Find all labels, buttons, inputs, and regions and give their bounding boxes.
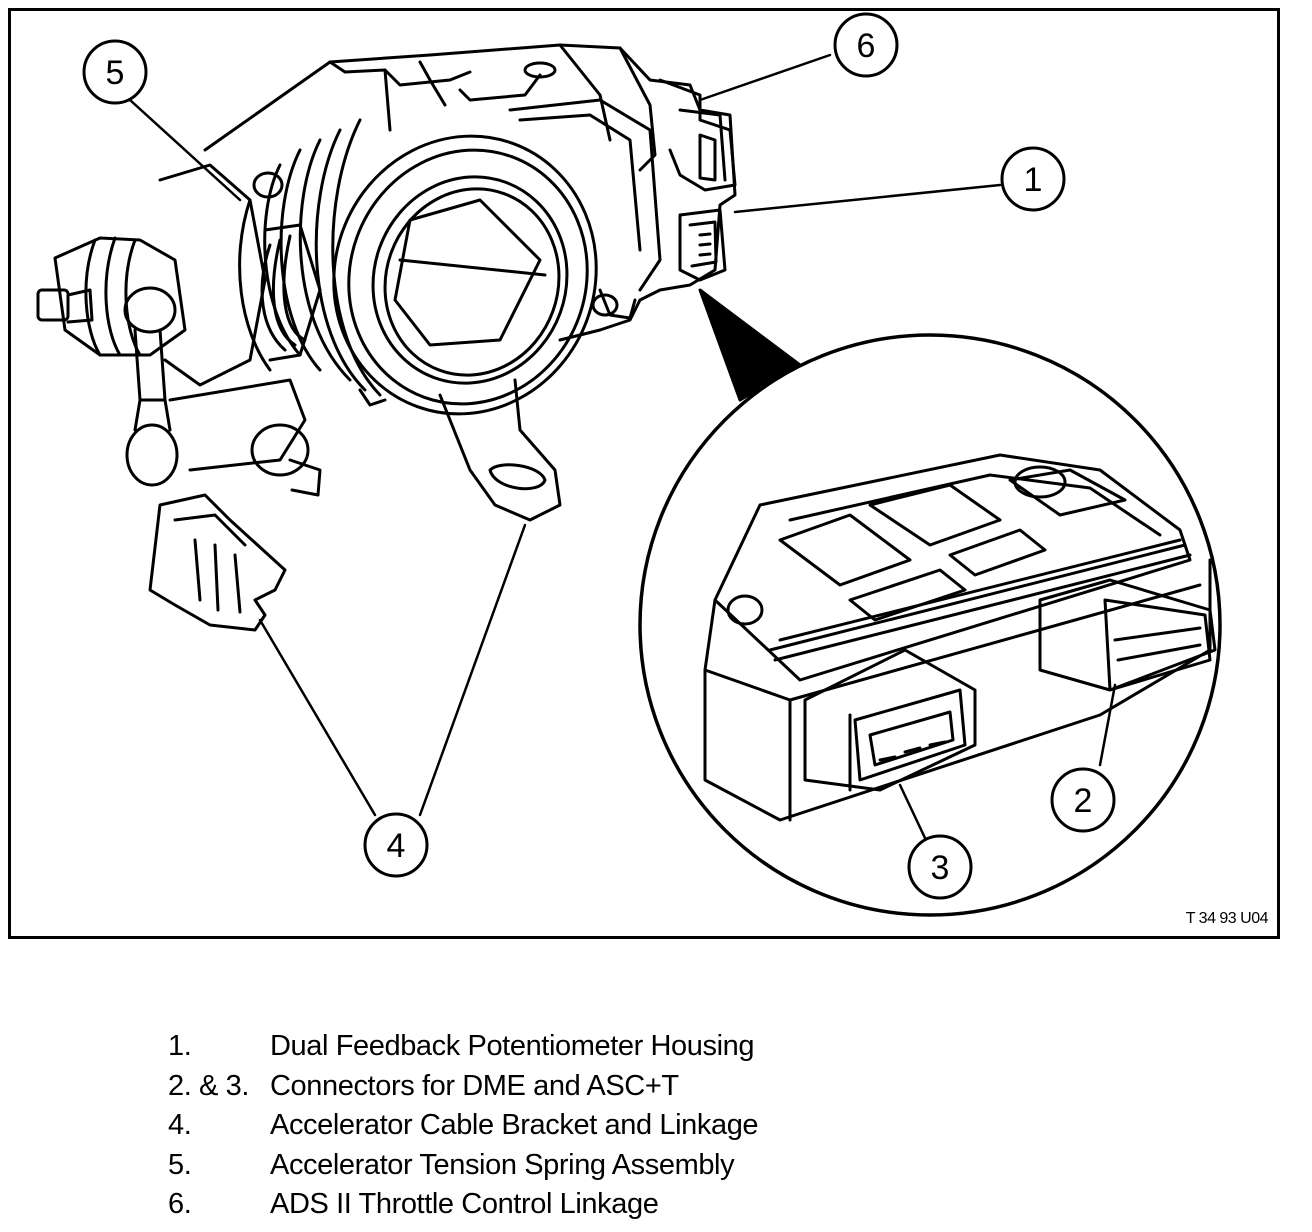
legend-number: 1.: [168, 1030, 192, 1062]
legend-number: 4.: [168, 1109, 192, 1141]
legend-item: 2. & 3. Connectors for DME and ASC+T: [168, 1070, 928, 1110]
svg-text:2: 2: [1074, 782, 1093, 820]
legend-item: 1. Dual Feedback Potentiometer Housing: [168, 1030, 928, 1070]
legend-text: ADS II Throttle Control Linkage: [270, 1188, 659, 1220]
legend-number: 5.: [168, 1148, 192, 1181]
svg-text:6: 6: [857, 27, 876, 65]
svg-text:1: 1: [1024, 161, 1043, 199]
throttle-body-diagram: 5 6 1 2 3 4: [36, 12, 1222, 917]
legend-item: 4. Accelerator Cable Bracket and Linkage: [168, 1109, 928, 1149]
leader-lines: [128, 53, 1117, 840]
callout-2: 2: [1050, 767, 1116, 833]
legend-item: 5. Accelerator Tension Spring Assembly: [168, 1149, 928, 1189]
callout-3: 3: [907, 834, 973, 900]
connector-detail-drawing: [703, 453, 1217, 822]
svg-text:5: 5: [106, 54, 125, 92]
legend: 1. Dual Feedback Potentiometer Housing 2…: [168, 1030, 928, 1228]
legend-text: Accelerator Cable Bracket and Linkage: [270, 1109, 759, 1141]
figure-code: T 34 93 U04: [1185, 910, 1269, 927]
callout-5: 5: [82, 39, 148, 105]
legend-number: 6.: [168, 1188, 192, 1220]
legend-text: Connectors for DME and ASC+T: [270, 1069, 679, 1102]
legend-number: 2. & 3.: [168, 1069, 250, 1102]
throttle-housing-drawing: [36, 43, 737, 632]
callout-4: 4: [363, 812, 429, 878]
callout-1: 1: [1000, 146, 1066, 212]
legend-text: Accelerator Tension Spring Assembly: [270, 1148, 735, 1181]
svg-text:3: 3: [931, 849, 950, 887]
callout-6: 6: [833, 12, 899, 78]
legend-item: 6. ADS II Throttle Control Linkage: [168, 1188, 928, 1228]
legend-text: Dual Feedback Potentiometer Housing: [270, 1030, 755, 1062]
svg-text:4: 4: [387, 827, 406, 865]
